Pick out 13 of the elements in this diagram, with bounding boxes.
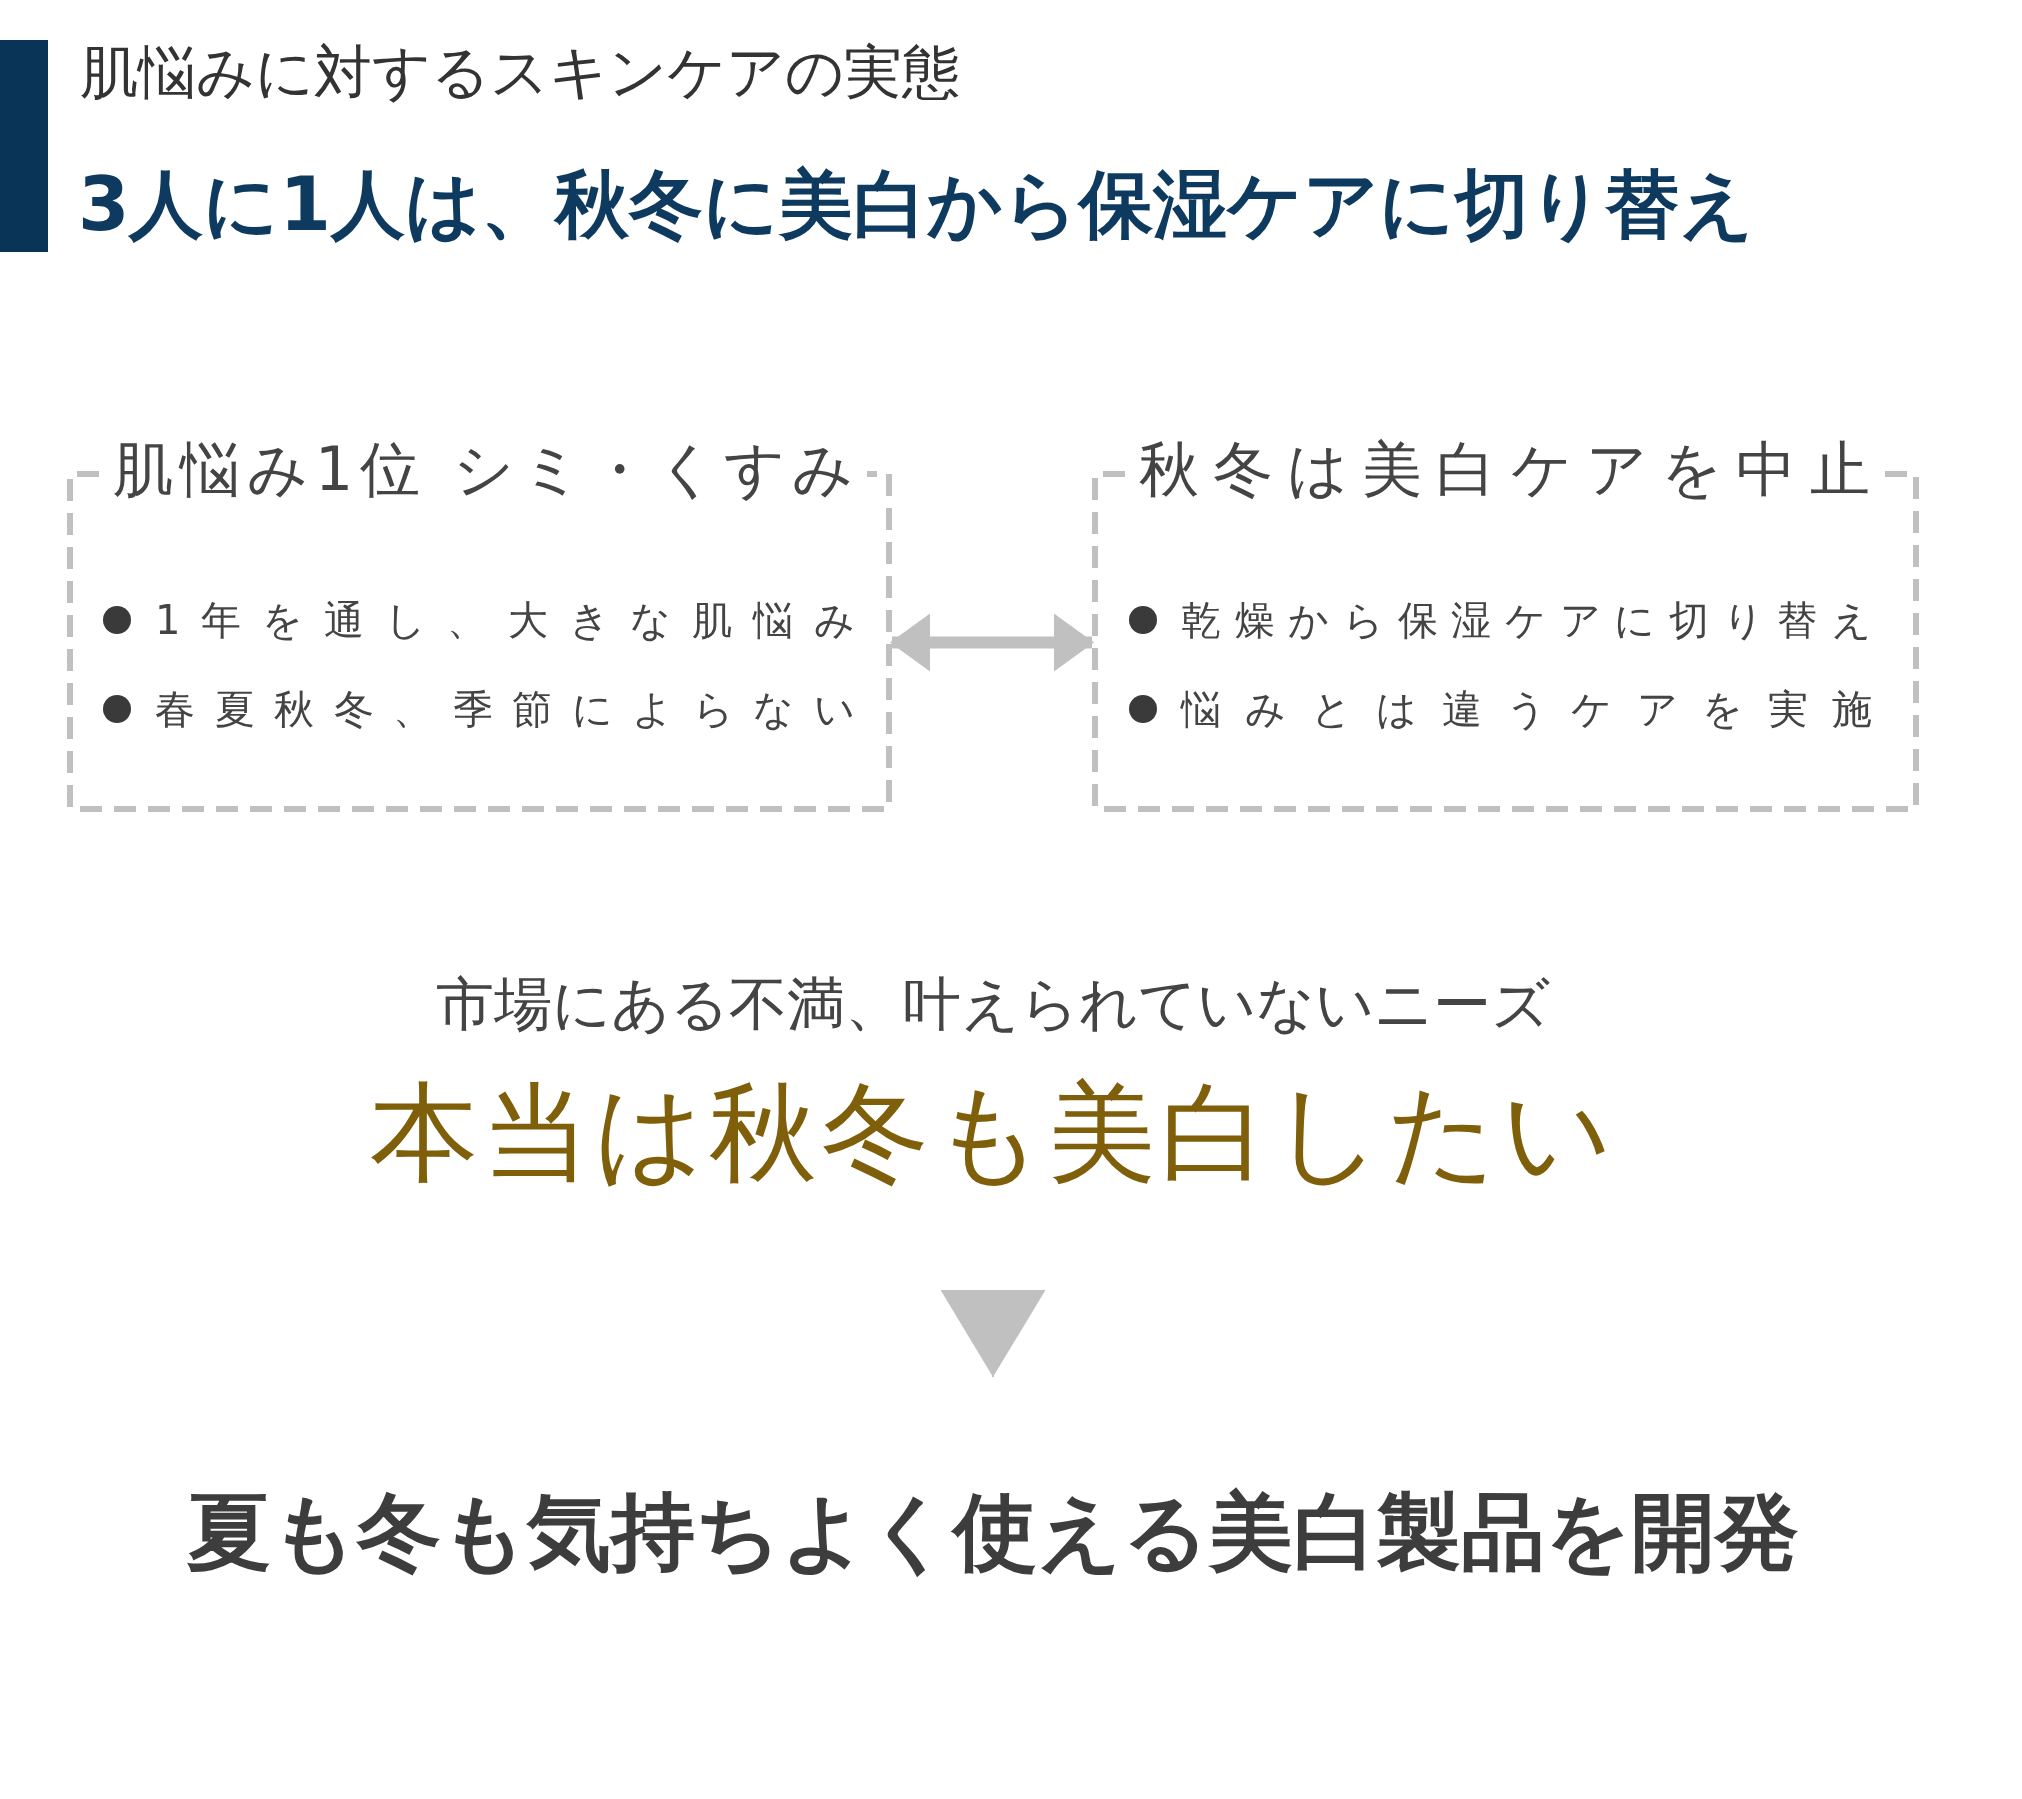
bullet-text: 1年を通し、大きな肌悩み	[155, 596, 855, 645]
highlight-text: 本当は秋冬も美白したい	[368, 1069, 1618, 1197]
title: 肌悩みに対するスキンケアの実態	[80, 38, 960, 108]
conclusion-text: 夏も冬も気持ちよく使える美白製品を開発	[186, 1482, 1800, 1583]
subtitle: 3人に1人は、秋冬に美白から保湿ケアに切り替え	[78, 160, 1755, 249]
bullet-text: 乾燥から保湿ケアに切り替え	[1181, 596, 1872, 645]
lead-text: 市場にある不満、叶えられていないニーズ	[435, 970, 1551, 1040]
bullet-text: 悩みとは違うケアを実施	[1181, 685, 1872, 734]
frame-heading: 肌悩み1位 シミ・くすみ	[112, 433, 854, 506]
bullet-text: 春夏秋冬、季節によらない	[155, 685, 855, 734]
arrow	[940, 1289, 1046, 1378]
frame-heading: 秋冬は美白ケアを中止	[1138, 433, 1871, 506]
arrow	[890, 613, 1094, 672]
